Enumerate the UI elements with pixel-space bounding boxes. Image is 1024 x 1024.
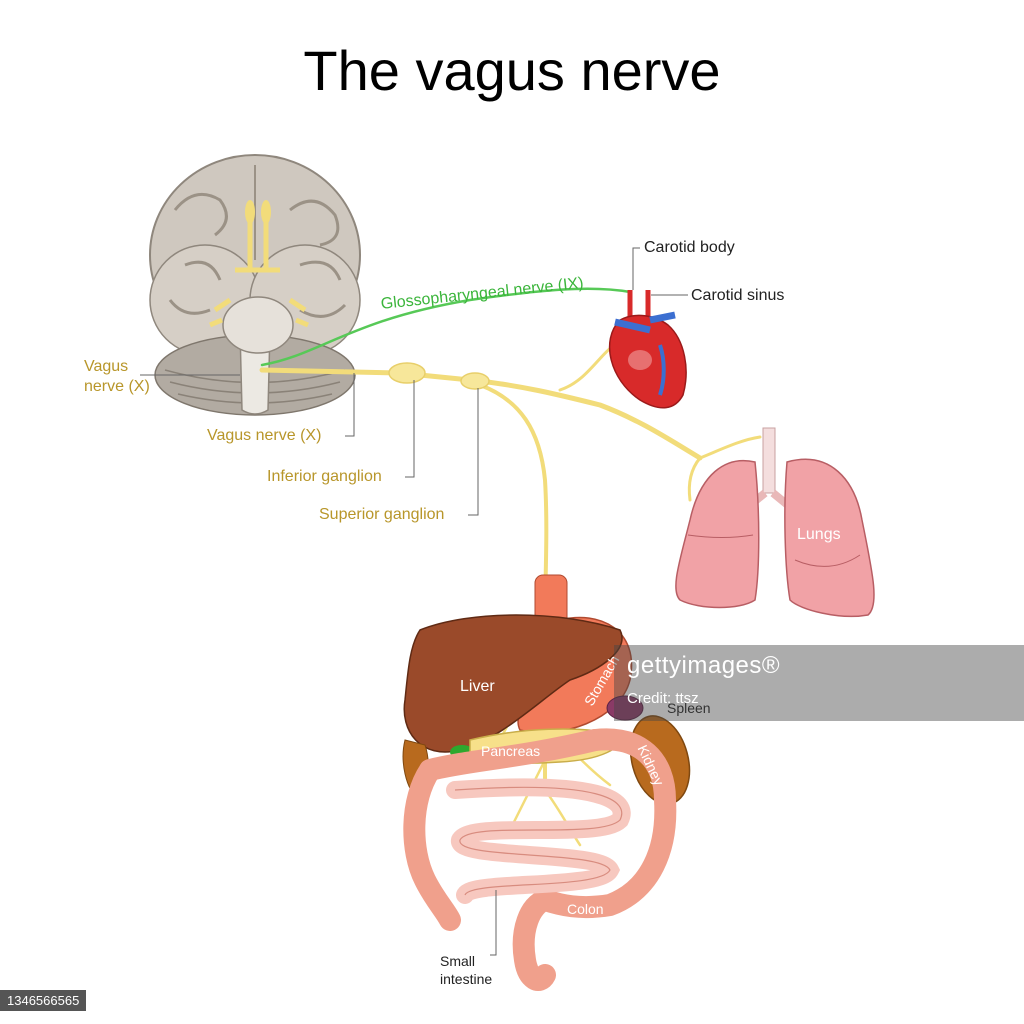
lungs-label: Lungs (797, 526, 841, 543)
carotid-sinus-label: Carotid sinus (691, 287, 785, 304)
diagram-title: The vagus nerve (303, 39, 721, 102)
brain-illustration (149, 154, 361, 416)
watermark-credit: Credit: ttsz (627, 690, 699, 707)
small-intestine-label-line1: Small (440, 953, 476, 969)
carotid-body-label: Carotid body (644, 239, 735, 256)
watermark-banner (614, 645, 1024, 721)
colon-label: Colon (567, 901, 604, 917)
small-intestine-label-line2: intestine (440, 971, 493, 987)
abdominal-organs (402, 574, 691, 991)
inferior-ganglion-label: Inferior ganglion (267, 468, 382, 485)
lungs-illustration (675, 427, 875, 618)
heart-illustration (608, 290, 687, 409)
image-id-badge: 1346566565 (0, 990, 87, 1011)
pancreas-label: Pancreas (481, 743, 541, 759)
watermark-logo: gettyimages® (627, 652, 781, 679)
spleen-label: Spleen (667, 700, 711, 716)
vagus-nerve-left-label-line1: Vagus (84, 358, 129, 375)
vagus-nerve-left-label-line2: nerve (X) (84, 378, 150, 395)
superior-ganglion-label: Superior ganglion (319, 506, 445, 523)
vagus-nerve-center-label: Vagus nerve (X) (207, 427, 322, 444)
liver-label: Liver (460, 678, 495, 695)
leader-lines (140, 247, 688, 956)
